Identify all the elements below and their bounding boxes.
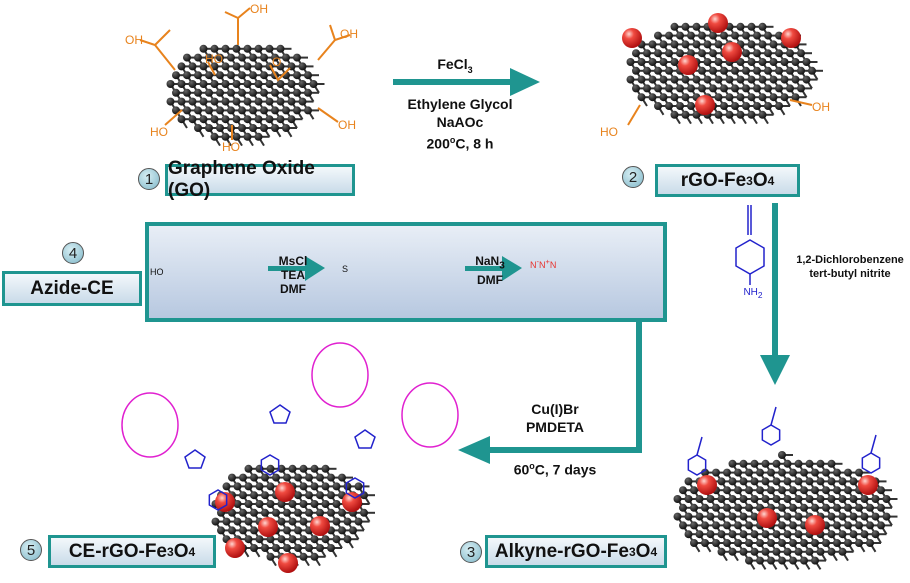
azide-label: N-N+N [530,257,557,270]
go-oh-label: OH [340,27,358,41]
fe3o4-nanoparticle [695,95,715,115]
fe3o4-nanoparticle [781,28,801,48]
phenyl-ring [687,454,707,476]
azide-synthesis-box [145,222,667,322]
go-ho-label: HO [205,52,223,66]
go-oh-label: OH [125,33,143,47]
crown-ether-magenta [311,342,369,408]
crown-ether-magenta [121,392,179,458]
triazole-ring [184,449,206,469]
go-functional-groups [139,7,813,140]
compound-number-5: 5 [20,539,42,561]
compound-number-2: 2 [622,166,644,188]
fe3o4-nanoparticle [215,492,235,512]
fe3o4-nanoparticle [697,475,717,495]
fe3o4-nanoparticle [225,538,245,558]
fe3o4-nanoparticle [805,515,825,535]
phenyl-ring [345,477,365,499]
fe3o4-nanoparticle [678,55,698,75]
ethynylaniline-structure [735,205,765,285]
sulfur-label: S [342,264,349,274]
go-epoxide-label: O [272,55,282,69]
compound-number-3: 3 [460,541,482,563]
hydroxyl-label: HO [150,267,164,277]
phenyl-ring [208,489,228,511]
ce-rgo-sheet [211,464,375,567]
rgo-oh-label: OH [812,100,830,114]
graphene-oxide-sheet [166,44,325,147]
amine-label: NH2 [743,287,763,300]
crown-ether-magenta [401,382,459,448]
phenyl-ring [761,424,781,446]
fe3o4-nanoparticle [757,508,777,528]
fe3o4-nanoparticle [622,28,642,48]
step3-conditions: 60oC, 7 days [513,461,597,478]
go-oh-label: OH [250,2,268,16]
fe3o4-nanoparticle [722,42,742,62]
go-ho-label: HO [150,125,168,139]
rgo-ho-label: HO [600,125,618,139]
label-azide-ce: Azide-CE [2,271,142,306]
arrow-step1 [393,68,540,96]
phenyl-ring [861,452,881,474]
fe3o4-nanoparticle [258,517,278,537]
triazole-ring [354,429,376,449]
arrow-step3 [458,320,642,464]
arrow-step2 [760,203,790,385]
triazole-ring [269,404,291,424]
compound-number-4: 4 [62,242,84,264]
label-graphene-oxide: Graphene Oxide (GO) [165,158,355,201]
fe3o4-nanoparticle [708,13,728,33]
go-oh-label: OH [338,118,356,132]
fe3o4-nanoparticle [278,553,298,573]
fe3o4-nanoparticle [858,475,878,495]
fe3o4-nanoparticle [310,516,330,536]
phenyl-ring [260,454,280,476]
go-ho-label: HO [222,140,240,154]
fe3o4-nanoparticle [275,482,295,502]
step1-reagent: FeCl3 [437,56,473,75]
compound-number-1: 1 [138,168,160,190]
